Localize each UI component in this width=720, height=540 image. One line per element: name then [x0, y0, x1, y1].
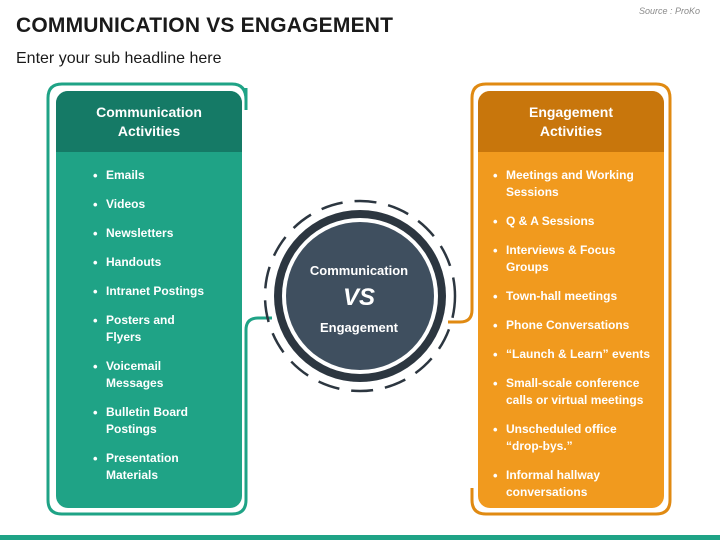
engagement-panel-header: Engagement Activities — [478, 91, 664, 152]
list-item: Informal hallway conversations — [493, 467, 616, 501]
center-circle-graphic — [263, 199, 457, 393]
list-item: Emails — [93, 167, 230, 184]
communication-panel-header: Communication Activities — [56, 91, 242, 152]
communication-list: Emails Videos Newsletters Handouts Intra… — [56, 152, 242, 484]
list-item: Presentation Materials — [93, 450, 206, 484]
communication-panel: Communication Activities Emails Videos N… — [56, 91, 242, 508]
center-vs-label: VS — [342, 284, 375, 311]
list-item: “Launch & Learn” events — [493, 346, 652, 363]
list-item: Interviews & Focus Groups — [493, 242, 626, 276]
list-item: Posters and Flyers — [93, 312, 186, 346]
dashed-outer-ring — [263, 199, 457, 393]
list-item: Phone Conversations — [493, 317, 652, 334]
center-top-label: Communication — [309, 263, 409, 278]
center-bottom-label: Engagement — [319, 320, 398, 335]
list-item: Meetings and Working Sessions — [493, 167, 652, 201]
list-item: Voicemail Messages — [93, 358, 186, 392]
list-item: Bulletin Board Postings — [93, 404, 206, 438]
engagement-panel: Engagement Activities Meetings and Worki… — [478, 91, 664, 508]
list-item: Unscheduled office “drop-bys.” — [493, 421, 626, 455]
engagement-heading-line1: Engagement — [528, 103, 613, 120]
page-subtitle: Enter your sub headline here — [16, 50, 222, 67]
list-item: Handouts — [93, 254, 230, 271]
source-note: Source : ProKo — [638, 6, 700, 16]
list-item: Videos — [93, 196, 230, 213]
engagement-list: Meetings and Working Sessions Q & A Sess… — [478, 152, 664, 501]
communication-heading-line2: Activities — [117, 122, 181, 139]
list-item: Small-scale conference calls or virtual … — [493, 375, 652, 409]
center-labels: Communication VS Engagement — [286, 226, 432, 372]
list-item: Q & A Sessions — [493, 213, 652, 230]
communication-heading-line1: Communication — [96, 103, 202, 120]
inner-circle — [286, 222, 434, 370]
bottom-accent-bar — [0, 535, 720, 540]
list-item: Intranet Postings — [93, 283, 230, 300]
list-item: Town-hall meetings — [493, 288, 652, 305]
list-item: Newsletters — [93, 225, 230, 242]
page-title: COMMUNICATION VS ENGAGEMENT — [16, 14, 394, 37]
engagement-heading-line2: Activities — [539, 122, 603, 139]
